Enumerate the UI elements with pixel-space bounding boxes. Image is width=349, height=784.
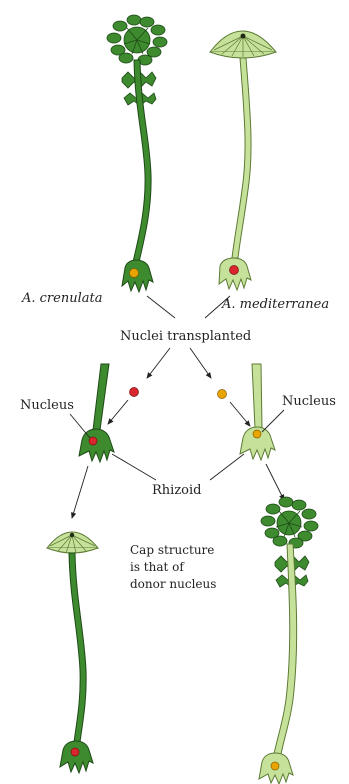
leader-line xyxy=(262,410,284,432)
species-label-crenulata: A. crenulata xyxy=(21,291,102,306)
regenerated-mediterranea-cell xyxy=(259,497,318,784)
nucleus-yellow-icon xyxy=(253,430,261,438)
result-caption-line-3: donor nucleus xyxy=(130,577,216,591)
result-arrow xyxy=(266,464,284,500)
leader-line xyxy=(147,296,175,318)
nucleus-label-right: Nucleus xyxy=(282,394,336,409)
regenerated-crenulata-cell xyxy=(47,532,98,773)
nucleus-label-left: Nucleus xyxy=(20,398,74,413)
transfer-arrow xyxy=(230,402,250,426)
mediterranea-cut-stalk xyxy=(240,364,275,460)
nucleus-yellow-icon xyxy=(218,390,227,399)
crenulata-cut-stalk xyxy=(79,364,114,462)
result-caption-line-2: is that of xyxy=(130,560,185,574)
umbrella-cap-icon xyxy=(210,31,276,58)
umbrella-cap-icon xyxy=(47,532,98,553)
nucleus-yellow-icon xyxy=(130,269,139,278)
nucleus-red-icon xyxy=(130,388,139,397)
mediterranea-stalk xyxy=(232,58,251,258)
result-caption-line-1: Cap structure xyxy=(130,543,214,557)
transfer-arrow xyxy=(147,348,170,378)
transfer-arrow xyxy=(108,400,128,424)
nucleus-red-icon xyxy=(71,748,79,756)
nucleus-yellow-icon xyxy=(271,762,279,770)
species-label-mediterranea: A. mediterranea xyxy=(221,297,329,312)
crenulata-stalk xyxy=(133,60,151,262)
transfer-arrow xyxy=(190,348,211,378)
result-arrow xyxy=(72,466,88,518)
leader-line xyxy=(112,454,156,480)
leader-line xyxy=(70,414,90,438)
rhizoid-label: Rhizoid xyxy=(152,483,201,498)
transplant-label: Nuclei transplanted xyxy=(120,329,251,344)
mediterranea-original-cell xyxy=(210,31,276,290)
crenulata-original-cell xyxy=(107,15,167,292)
leader-line xyxy=(210,454,244,480)
nucleus-red-icon xyxy=(230,266,239,275)
nucleus-red-icon xyxy=(89,437,97,445)
